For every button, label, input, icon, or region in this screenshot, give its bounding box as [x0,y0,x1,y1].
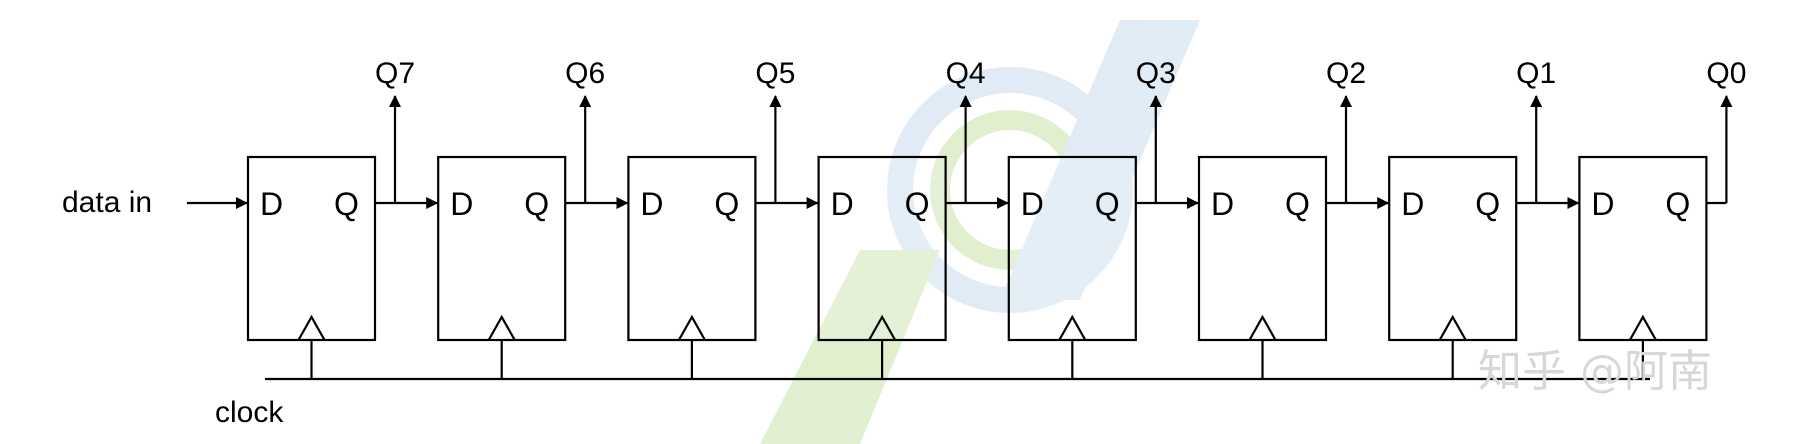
clock-triangle [1248,314,1277,341]
d-flip-flop-3: D Q Q4 [817,57,986,342]
d-input-label: D [1211,186,1234,222]
clock-triangle [487,314,516,341]
clock-triangle [297,314,326,341]
output-label: Q5 [755,57,795,90]
flip-flop-box [627,155,757,342]
d-input-label: D [1591,186,1614,222]
d-flip-flop-6: D Q Q1 [1388,57,1556,342]
output-label: Q0 [1706,57,1746,90]
d-input-label: D [1401,186,1424,222]
output-label: Q7 [375,57,415,90]
clock-triangle [677,314,706,341]
clock-triangle [868,314,897,341]
flip-flop-box [1007,155,1137,342]
clock-triangle [1628,314,1657,341]
q-output-label: Q [334,186,359,222]
flip-flop-box [817,155,947,342]
q-output-label: Q [1475,186,1500,222]
background-logo-watermark [760,20,1200,444]
watermark-label: 知乎 @阿南 [1478,346,1712,397]
q-output-label: Q [524,186,549,222]
d-input-label: D [1021,186,1044,222]
data-in-label: data in [62,186,152,219]
clock-label: clock [215,396,284,429]
output-label: Q1 [1516,57,1556,90]
d-input-label: D [640,186,663,222]
output-label: Q2 [1326,57,1366,90]
d-flip-flop-2: D Q Q5 [627,57,795,342]
clock-triangle [1058,314,1087,341]
flip-flop-box [1388,155,1518,342]
flip-flop-box [1578,155,1708,342]
d-flip-flop-4: D Q Q3 [1007,57,1176,342]
output-label: Q6 [565,57,605,90]
d-input-label: D [831,186,854,222]
q-output-label: Q [1665,186,1690,222]
clock-triangle [1438,314,1467,341]
d-flip-flop-1: D Q Q6 [437,57,605,342]
output-label: Q4 [946,57,986,90]
d-flip-flop-0: D Q Q7 [246,57,415,342]
d-input-label: D [450,186,473,222]
output-label: Q3 [1136,57,1176,90]
flip-flop-box [246,155,377,342]
d-flip-flop-7: D Q Q0 [1578,57,1746,342]
q-output-label: Q [1095,186,1120,222]
q-output-label: Q [1285,186,1310,222]
q-output-label: Q [714,186,739,222]
d-flip-flop-5: D Q Q2 [1197,57,1366,342]
flip-flop-box [1197,155,1328,342]
q-output-label: Q [905,186,930,222]
wires-layer [187,95,1733,381]
flip-flop-box [437,155,567,342]
d-input-label: D [260,186,283,222]
flip-flops-layer: D Q Q7D Q Q6D Q Q5D Q Q4D Q Q3D Q Q2D Q Q1D Q Q0 [246,57,1746,342]
